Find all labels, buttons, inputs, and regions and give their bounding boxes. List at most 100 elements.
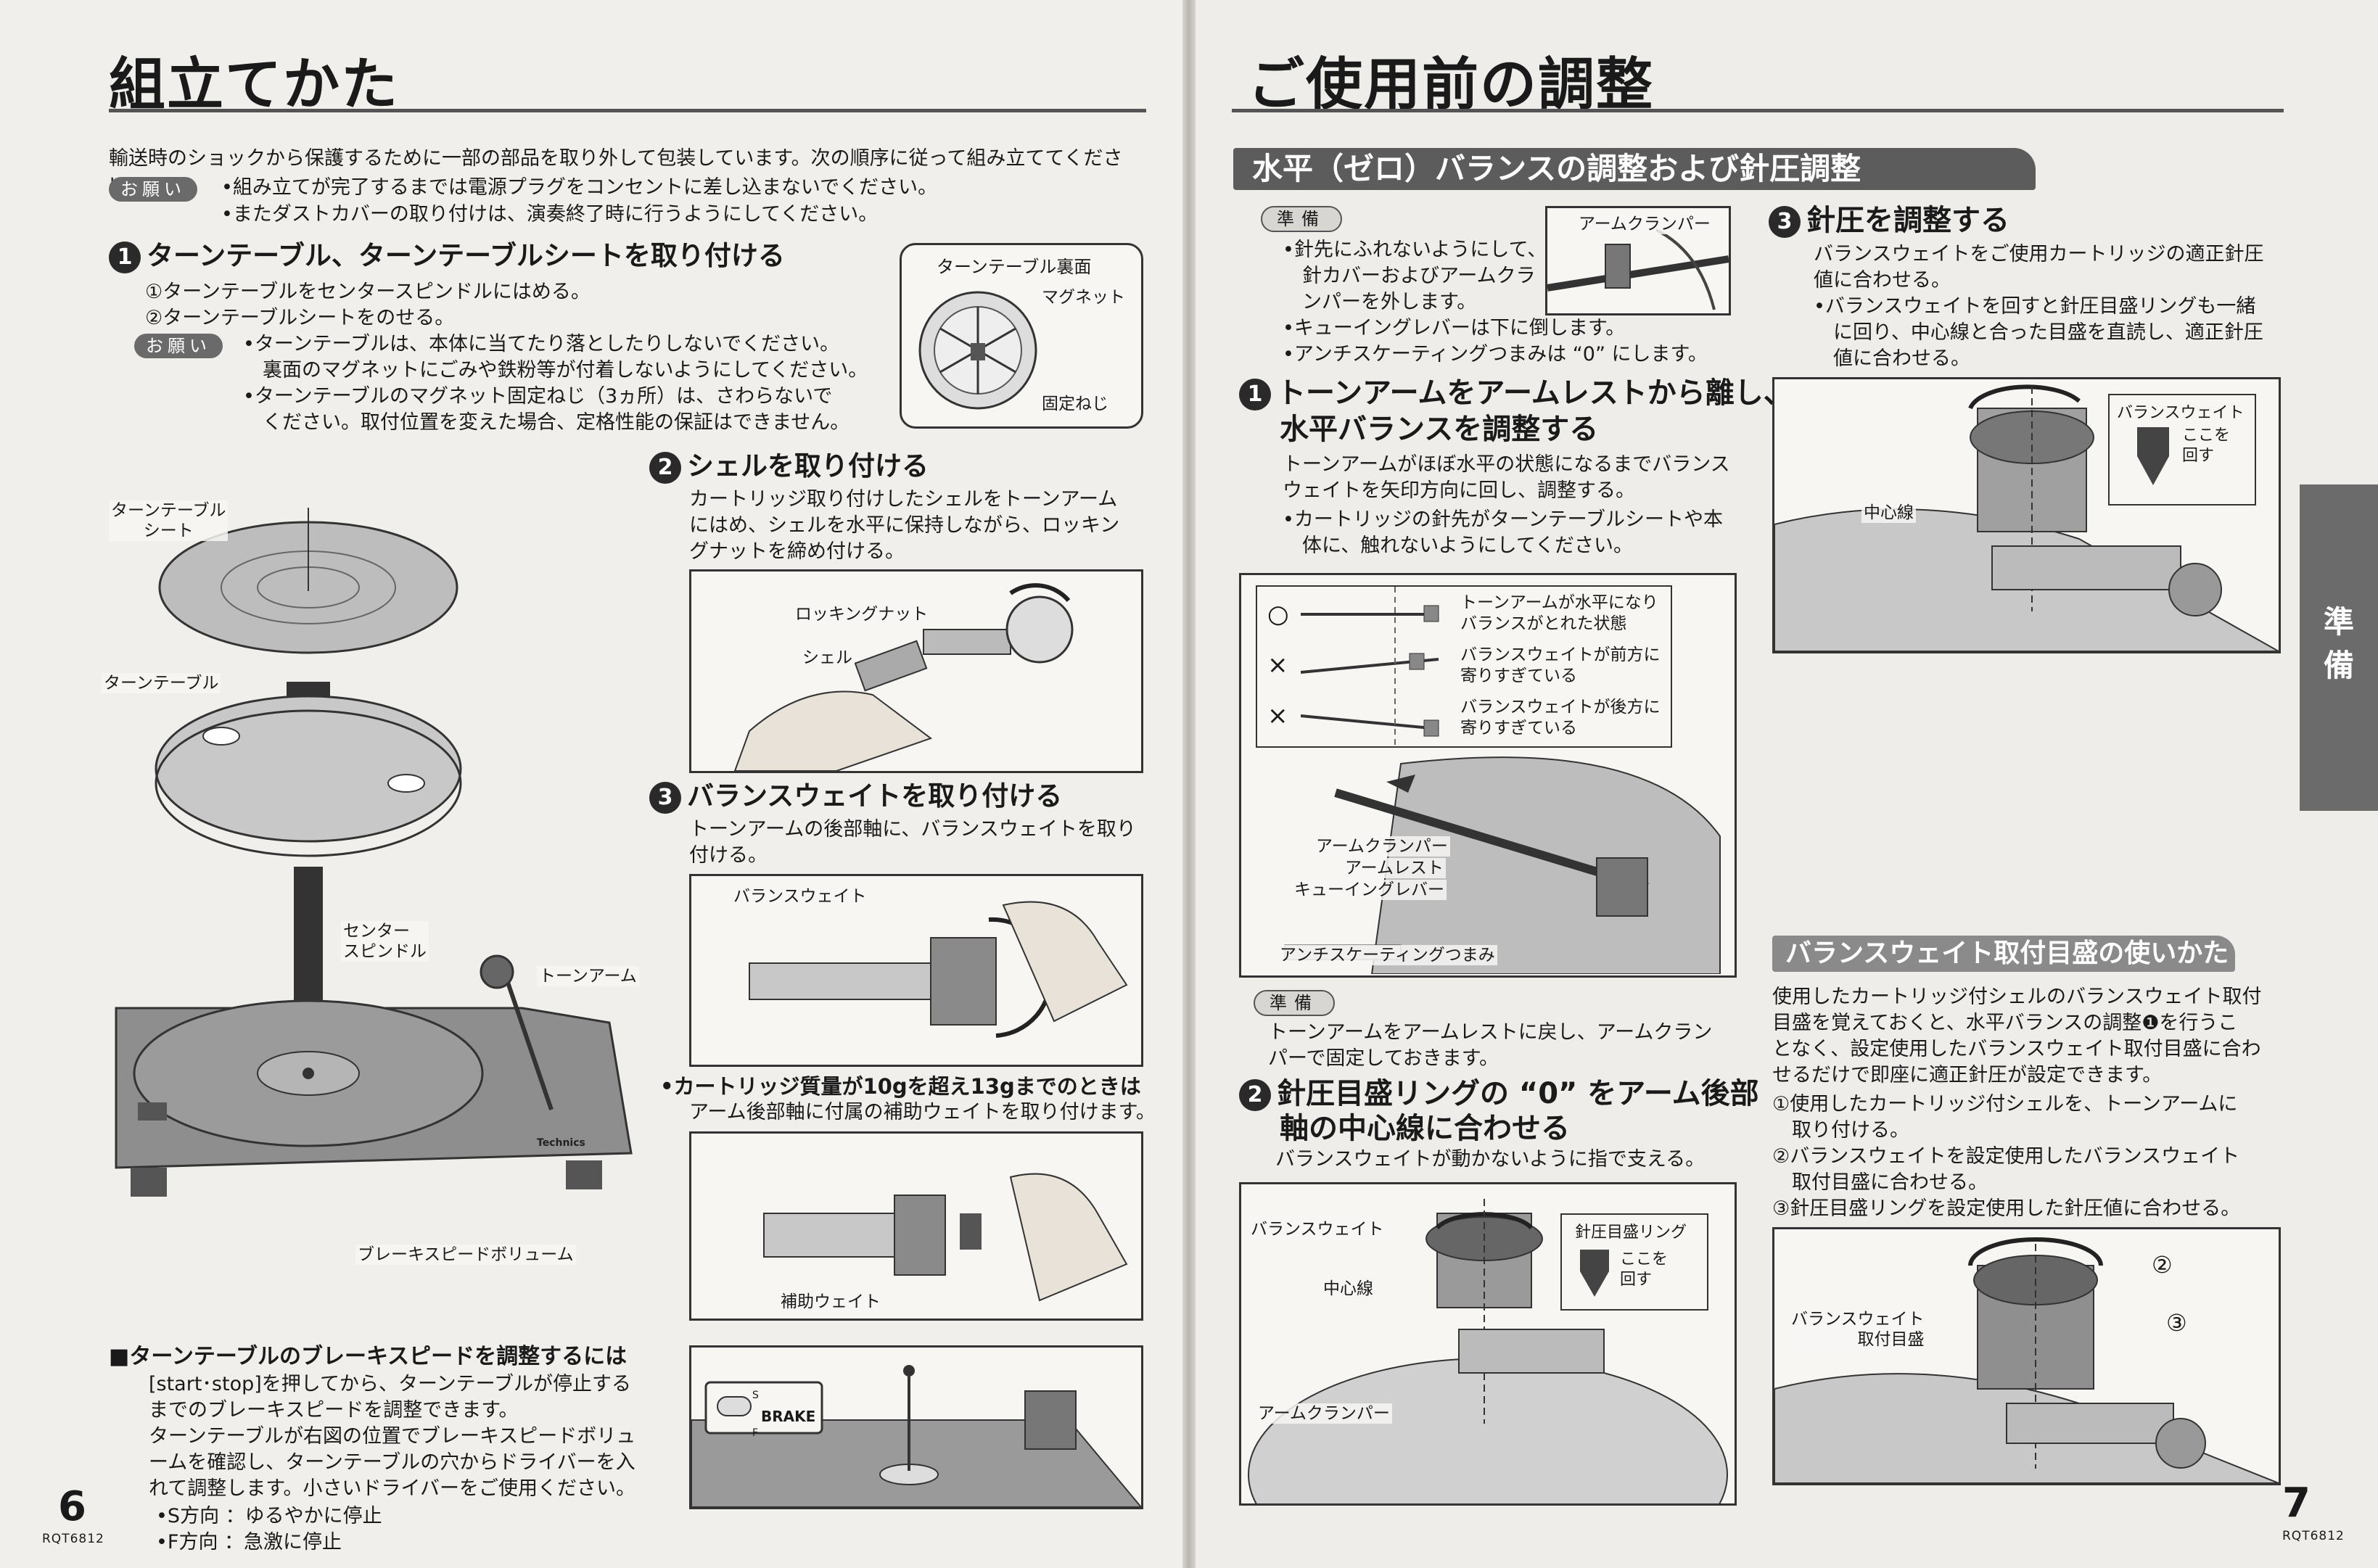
arm-rest-label: アームレスト <box>1343 858 1446 878</box>
zero-ring-figure: バランスウェイト 中心線 針圧目盛リング ここを 回す アームクランパー <box>1239 1182 1737 1506</box>
step1-line-1: ①ターンテーブルをセンタースピンドルにはめる。 <box>145 281 591 303</box>
brake-volume-label: ブレーキスピードボリューム <box>355 1245 576 1265</box>
step2-line-1: カートリッジ取り付けしたシェルをトーンアーム <box>689 488 1118 511</box>
page-number-left: 6 <box>58 1483 86 1530</box>
brake-adjust-figure: BRAKE S F <box>689 1345 1143 1509</box>
r-step1-line-2: ウェイトを矢印方向に回し、調整する。 <box>1283 479 1635 502</box>
weight-callout: バランスウェイト ここを 回す <box>2108 394 2256 506</box>
step1-caution-1: •ターンテーブルは、本体に当てたり落としたりしないでください。 <box>243 333 840 355</box>
balance-states-illustration <box>1301 587 1439 746</box>
step1-caution-2: 裏面のマグネットにごみや鉄粉等が付着しないようにしてください。 <box>243 359 868 381</box>
aux-weight-note-heading: •カートリッジ質量が10gを超え13gまでのときは <box>660 1074 1141 1099</box>
prep2-line-2: パーで固定しておきます。 <box>1268 1047 1499 1070</box>
r-step3-line-1: バランスウェイトをご使用カートリッジの適正針圧 <box>1814 243 2264 265</box>
stylus-pressure-figure: バランスウェイト ここを 回す 中心線 <box>1772 377 2281 653</box>
scale-fig-3: ③ <box>2166 1309 2187 1337</box>
left-page: 組立てかた 輸送時のショックから保護するために一部の部品を取り外して包装していま… <box>0 0 1182 1568</box>
shell-label: シェル <box>800 648 855 668</box>
page-number-right: 7 <box>2282 1480 2311 1527</box>
r2-hold-label: ここを 回す <box>1620 1250 1669 1289</box>
scale-item-3: ③針圧目盛リングを設定使用した針圧値に合わせる。 <box>1772 1197 2241 1220</box>
brake-line-1: [start･stop]を押してから、ターンテーブルが停止する <box>149 1373 631 1395</box>
step1-caution-badge: お願い <box>134 334 223 358</box>
r3-turn-label: ここを 回す <box>2182 426 2231 465</box>
brake-line-3: ターンテーブルが右図の位置でブレーキスピードボリュ <box>149 1425 636 1448</box>
arm-clamper-label: アームクランパー <box>1314 836 1450 857</box>
caution-badge: お願い <box>109 177 197 202</box>
prep-item-1: •針先にふれないようにして、 <box>1283 239 1547 261</box>
scale-item-2: ②バランスウェイトを設定使用したバランスウェイト <box>1772 1145 2240 1168</box>
r-step3-line-5: 値に合わせる。 <box>1814 347 1970 370</box>
doc-code-right: RQT6812 <box>2282 1529 2345 1543</box>
r-step1-line-1: トーンアームがほぼ水平の状態になるまでバランス <box>1283 453 1730 476</box>
cueing-lever-label: キューイングレバー <box>1292 880 1447 900</box>
caution-item-1: •組み立てが完了するまでは電源プラグをコンセントに差し込まないでください。 <box>221 176 938 199</box>
tonearm-balance-illustration <box>1284 756 1721 974</box>
r2-center-label: 中心線 <box>1321 1279 1375 1299</box>
row1-mark: ○ <box>1267 600 1289 629</box>
scale-line-3: となく、設定使用したバランスウェイト取付目盛に合わ <box>1772 1038 2261 1060</box>
intro-text: 輸送時のショックから保護するために一部の部品を取り外して包装しています。次の順序… <box>109 147 1123 197</box>
r-step1-line-4: 体に、触れないようにしてください。 <box>1283 535 1634 557</box>
step3-line-1: トーンアームの後部軸に、バランスウェイトを取り <box>689 818 1136 841</box>
brake-line-5: れて調整します。小さいドライバーをご使用ください。 <box>149 1477 635 1500</box>
scale-line-4: せるだけで即座に適正針圧が設定できます。 <box>1772 1064 2163 1086</box>
shell-mount-illustration <box>733 583 1074 771</box>
step1-caution-4: ください。取付位置を変えた場合、定格性能の保証はできません。 <box>243 411 850 434</box>
exploded-assembly-illustration: Technics <box>115 508 633 1197</box>
page-title-right: ご使用前の調整 <box>1248 52 1655 117</box>
platter-underside-illustration <box>918 291 1037 410</box>
prep2-line-1: トーンアームをアームレストに戻し、アームクラン <box>1268 1021 1713 1044</box>
platter-underside-figure: ターンテーブル裏面 マグネット 固定ねじ <box>900 243 1143 429</box>
brake-item-f: •F方向 ：急激に停止 <box>156 1531 342 1553</box>
ring-callout: 針圧目盛リング ここを 回す <box>1560 1213 1708 1311</box>
side-tab: 準 備 <box>2300 484 2378 811</box>
prep-item-4: •キューイングレバーは下に倒します。 <box>1283 317 1626 339</box>
prep-item-3: ンパーを外します。 <box>1283 291 1477 313</box>
ring-callout-icon <box>1580 1250 1609 1297</box>
r2-clamper-label: アームクランパー <box>1256 1403 1392 1424</box>
shell-mount-figure: ロッキングナット シェル <box>689 569 1143 773</box>
row3-mark: × <box>1267 701 1288 730</box>
brand-logo-text: Technics <box>537 1137 585 1149</box>
prep-item-2: 針カバーおよびアームクラ <box>1283 265 1536 287</box>
sheet-label: ターンテーブル シート <box>109 500 229 541</box>
step3-line-2: 付ける。 <box>689 844 768 867</box>
balance-weight-figure: バランスウェイト <box>689 874 1143 1067</box>
r-step3-line-3: •バランスウェイトを回すと針圧目盛リングも一緒 <box>1814 295 2256 318</box>
brake-section-heading: ■ターンテーブルのブレーキスピードを調整するには <box>109 1344 628 1369</box>
r-step1-line-3: •カートリッジの針先がターンテーブルシートや本 <box>1283 508 1723 531</box>
aux-weight-illustration <box>763 1173 1128 1302</box>
title-rule <box>109 109 1146 112</box>
screw-label: 固定ねじ <box>1040 394 1111 414</box>
brake-line-4: ームを確認し、ターンテーブルの穴からドライバーを入 <box>149 1451 635 1474</box>
r-step1-heading-2: 水平バランスを調整する <box>1280 413 1599 446</box>
prep2-badge: 準備 <box>1254 990 1335 1016</box>
scale-figure: バランスウェイト 取付目盛 ② ③ <box>1772 1227 2281 1485</box>
r3-balance-label: バランスウェイト <box>2117 404 2245 422</box>
right-page: ご使用前の調整 水平（ゼロ）バランスの調整および針圧調整 準備 •針先にふれない… <box>1196 0 2378 1568</box>
zero-ring-illustration <box>1248 1199 1728 1503</box>
aux-weight-note-text: アーム後部軸に付属の補助ウェイトを取り付けます。 <box>689 1101 1156 1123</box>
scale-illustration <box>1774 1237 2279 1483</box>
r-step3-line-2: 値に合わせる。 <box>1814 269 1951 292</box>
brake-line-2: までのブレーキスピードを調整できます。 <box>149 1399 519 1421</box>
prep-item-5: •アンチスケーティングつまみは “0” にします。 <box>1283 343 1708 366</box>
step1-line-2: ②ターンテーブルシートをのせる。 <box>145 307 455 329</box>
row3-text: バランスウェイトが後方に 寄りすぎている <box>1460 698 1661 738</box>
r2-ring-label: 針圧目盛リング <box>1575 1224 1687 1242</box>
locking-nut-label: ロッキングナット <box>793 604 931 624</box>
scale-item-2b: 取付目盛に合わせる。 <box>1772 1171 1988 1194</box>
horizontal-balance-figure: ○ トーンアームが水平になり バランスがとれた状態 × バランスウェイトが前方に… <box>1239 573 1737 978</box>
r3-center-label: 中心線 <box>1861 503 1916 523</box>
magnet-label: マグネット <box>1040 287 1127 308</box>
scale-item-1b: 取り付ける。 <box>1772 1119 1909 1142</box>
page-gutter <box>1182 0 1196 1568</box>
r-step2-heading-2: 軸の中心線に合わせる <box>1280 1112 1570 1145</box>
balance-states-panel: ○ トーンアームが水平になり バランスがとれた状態 × バランスウェイトが前方に… <box>1256 585 1672 748</box>
tonearm-label: トーンアーム <box>537 966 639 986</box>
r-step2-line-1: バランスウェイトが動かないように指で支える。 <box>1275 1148 1706 1171</box>
